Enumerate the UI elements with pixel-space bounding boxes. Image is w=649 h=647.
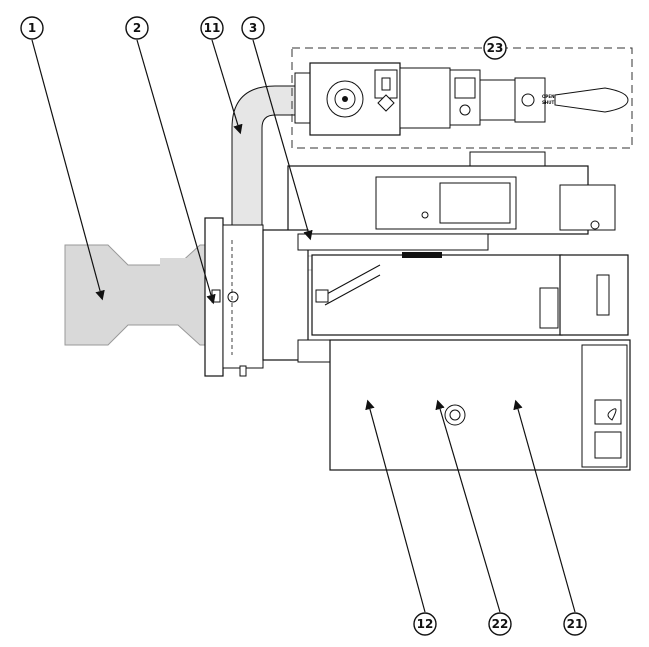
svg-text:11: 11 [204, 21, 221, 35]
gas-valve-train: OPEN SHUT [291, 47, 633, 149]
svg-text:3: 3 [249, 21, 257, 35]
svg-text:22: 22 [492, 617, 509, 631]
callout-21: 21 [563, 612, 587, 636]
callout-3: 3 [241, 16, 265, 40]
leader-lines [31, 39, 576, 613]
motor-body [262, 229, 629, 361]
callout-1: 1 [20, 16, 44, 40]
callout-23: 23 [483, 36, 507, 60]
gas-pipe [231, 85, 298, 226]
svg-text:2: 2 [133, 21, 141, 35]
svg-text:12: 12 [417, 617, 434, 631]
callout-12: 12 [413, 612, 437, 636]
svg-text:23: 23 [487, 41, 504, 55]
valve-shut-label: SHUT [542, 100, 554, 105]
lower-housing [297, 339, 631, 471]
valve-open-label: OPEN [542, 94, 554, 99]
svg-text:1: 1 [28, 21, 36, 35]
handle-lever-icon [554, 87, 629, 113]
upper-housing [287, 151, 616, 235]
mounting-flange [204, 217, 264, 377]
flame-indicator-icon [607, 408, 617, 421]
callout-22: 22 [488, 612, 512, 636]
callout-2: 2 [125, 16, 149, 40]
callout-11: 11 [200, 16, 224, 40]
blast-tube [64, 244, 320, 346]
svg-text:21: 21 [567, 617, 584, 631]
